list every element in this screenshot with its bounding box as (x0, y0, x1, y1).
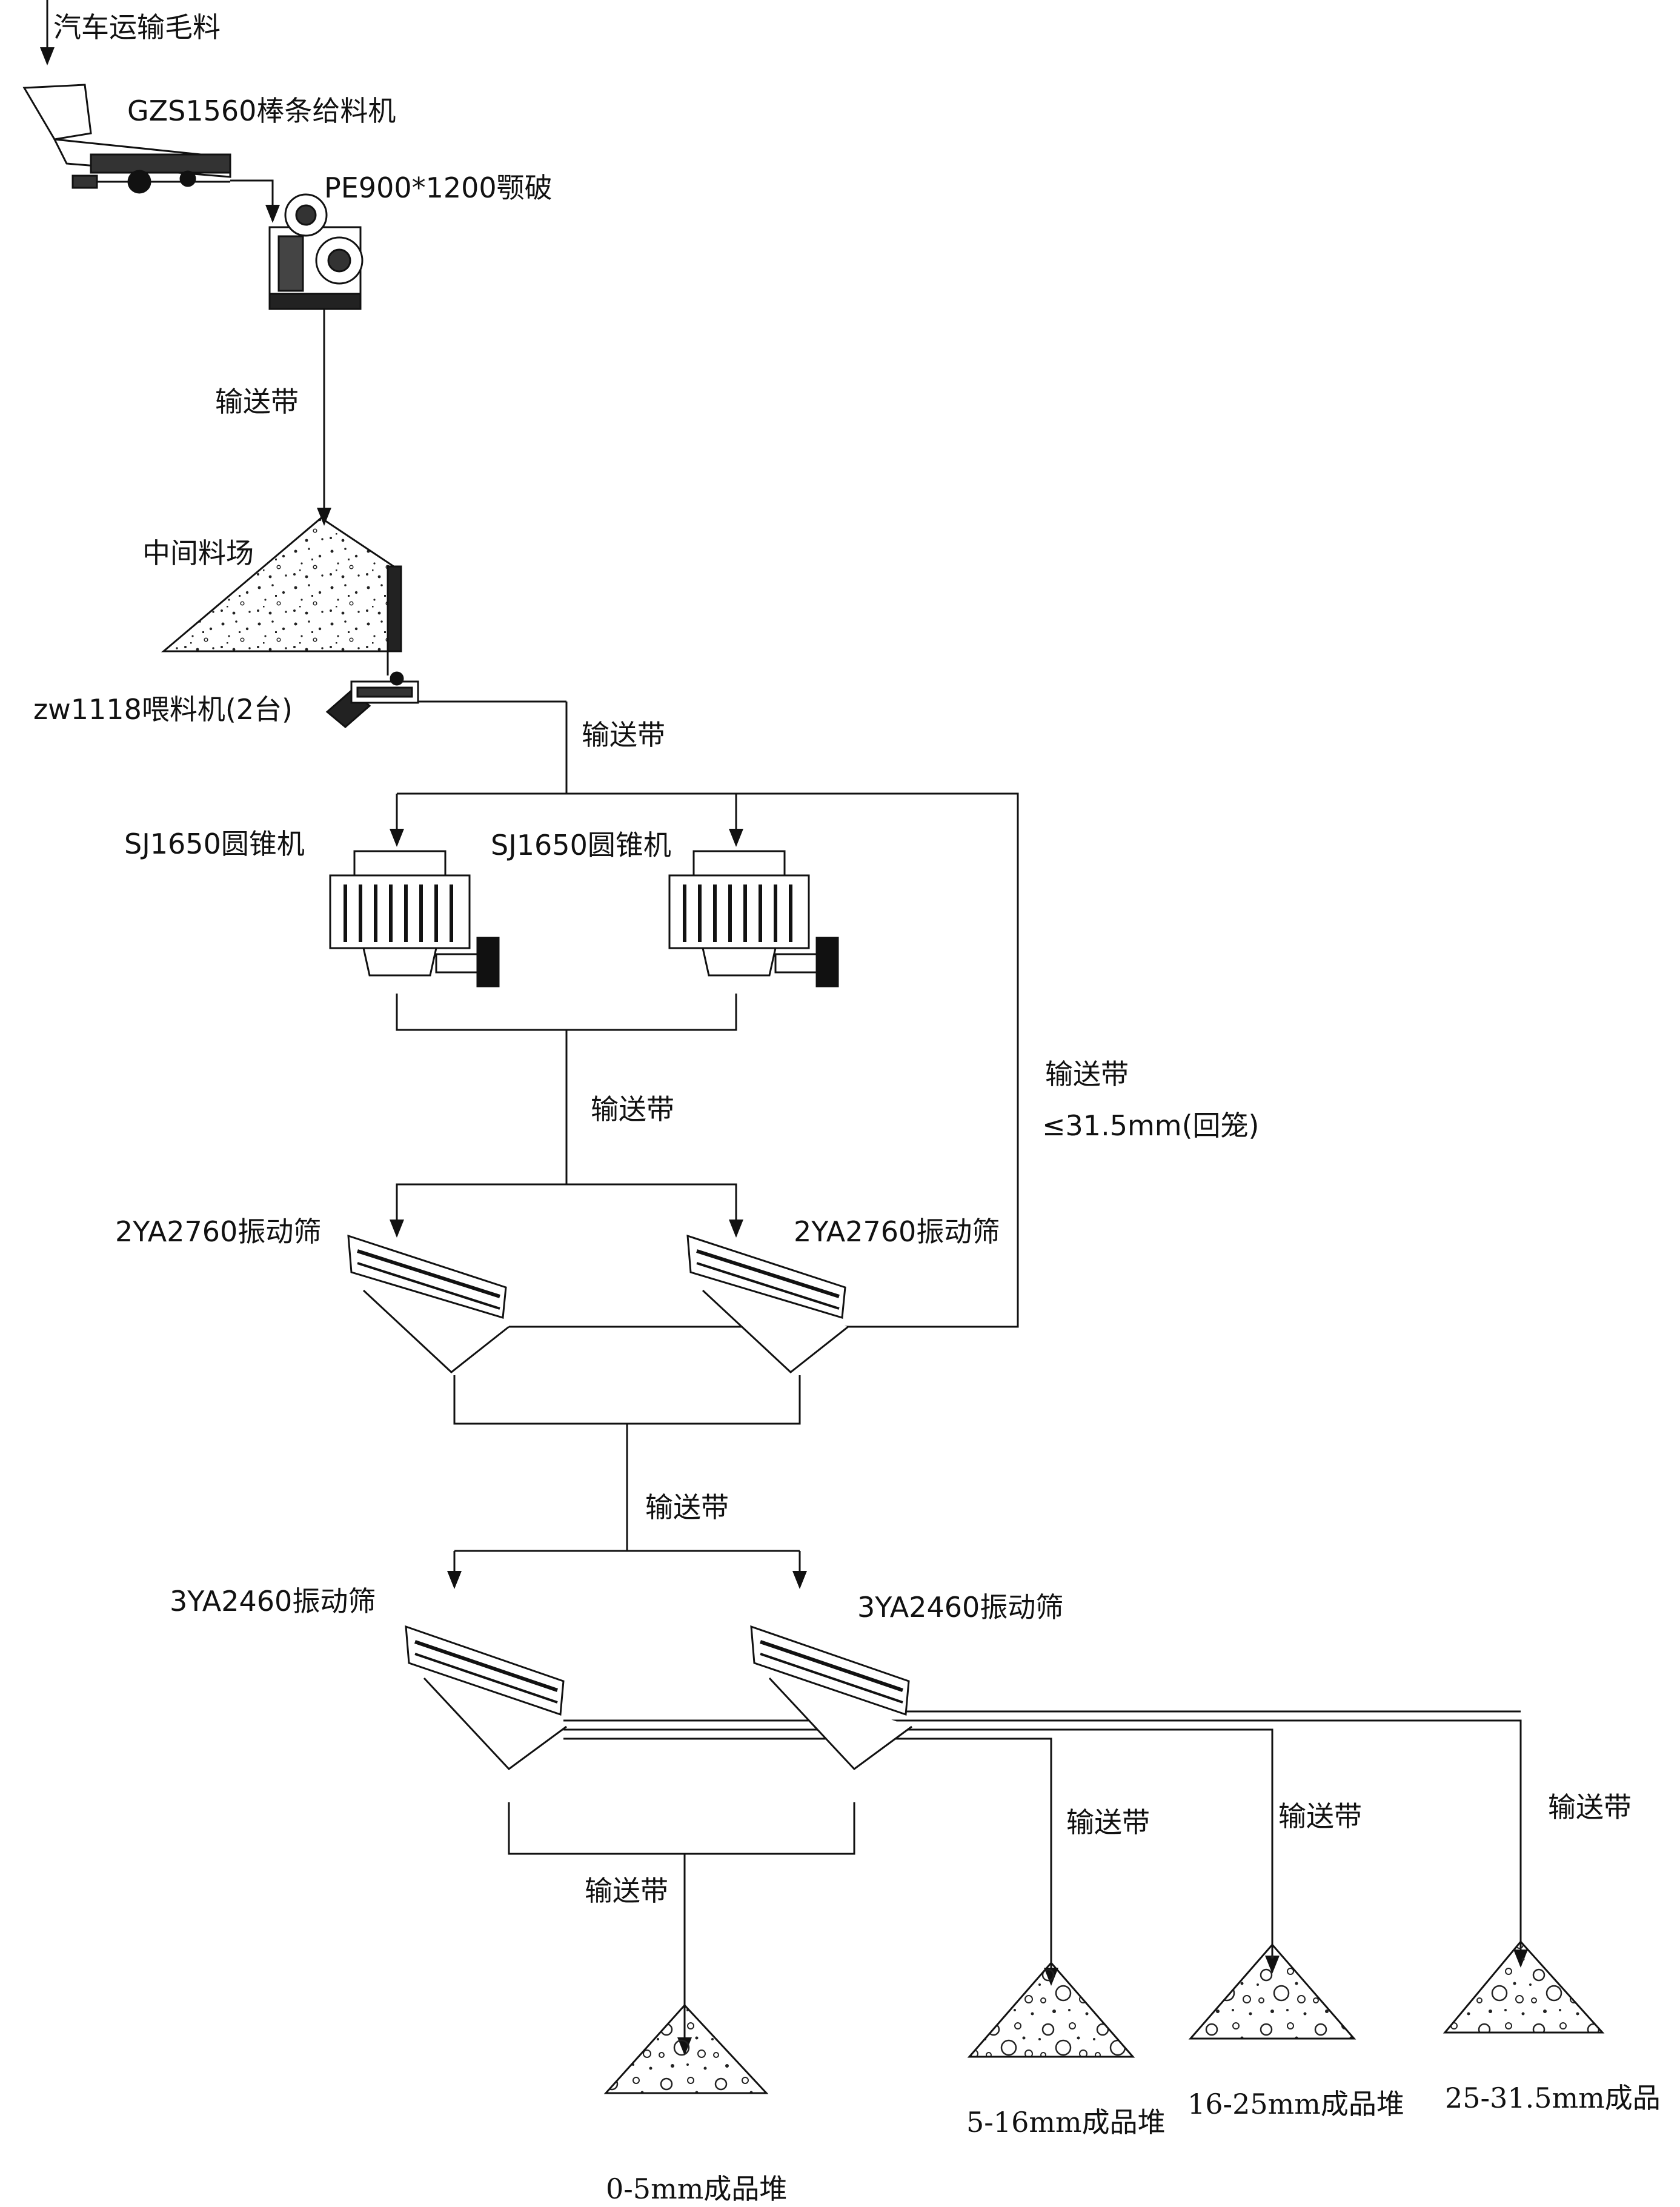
label-conveyor-5: 输送带 (585, 1874, 668, 1907)
label-conveyor-4: 输送带 (645, 1491, 729, 1524)
label-conveyor-2: 输送带 (582, 719, 665, 751)
label-cone-crusher-right: SJ1650圆锥机 (491, 829, 671, 861)
pile-0-5mm (603, 2003, 769, 2094)
label-screen-2ya-right: 2YA2760振动筛 (794, 1215, 1000, 1248)
jaw-crusher (268, 193, 364, 310)
label-product-0-5: 0-5mm成品堆 (606, 2172, 788, 2205)
label-jaw-crusher: PE900*1200颚破 (324, 171, 553, 204)
pile-25-31mm (1443, 1940, 1605, 2034)
label-screen-2ya-left: 2YA2760振动筛 (115, 1215, 322, 1248)
feeder-unit (325, 671, 419, 728)
screen-2ya-right (686, 1234, 849, 1373)
label-cone-crusher-left: SJ1650圆锥机 (124, 828, 305, 860)
stockpile (161, 517, 402, 652)
label-screen-3ya-right: 3YA2460振动筛 (857, 1591, 1064, 1624)
label-conveyor-6: 输送带 (1066, 1806, 1150, 1839)
label-product-5-16: 5-16mm成品堆 (966, 2106, 1166, 2139)
pile-16-25mm (1188, 1943, 1356, 2040)
label-conveyor-7: 输送带 (1278, 1800, 1362, 1833)
product-piles (603, 1940, 1605, 2094)
screen-2ya-left (347, 1234, 510, 1373)
label-return-spec: ≤31.5mm(回笼) (1042, 1109, 1260, 1142)
label-conveyor-3: 输送带 (591, 1093, 674, 1126)
screen-3ya-right (750, 1625, 912, 1770)
label-stockpile: 中间料场 (142, 537, 254, 569)
cone-crusher-right (668, 850, 839, 987)
flow-lines (40, 0, 1528, 2056)
screen-3ya-left (405, 1625, 567, 1770)
label-conveyor-8: 输送带 (1548, 1791, 1632, 1824)
label-return-conveyor: 输送带 (1045, 1058, 1129, 1090)
label-conveyor-1: 输送带 (215, 385, 299, 418)
cone-crusher-left (329, 850, 500, 987)
label-grizzly-feeder: GZS1560棒条给料机 (127, 95, 396, 127)
pile-5-16mm (967, 1961, 1135, 2058)
grizzly-feeder (22, 84, 231, 194)
label-vibrating-feeder: zw1118喂料机(2台) (33, 693, 293, 726)
label-product-16-25: 16-25mm成品堆 (1187, 2088, 1404, 2120)
label-screen-3ya-left: 3YA2460振动筛 (170, 1585, 376, 1618)
label-product-25-31: 25-31.5mm成品 (1445, 2082, 1661, 2114)
label-raw-material: 汽车运输毛料 (53, 11, 221, 44)
